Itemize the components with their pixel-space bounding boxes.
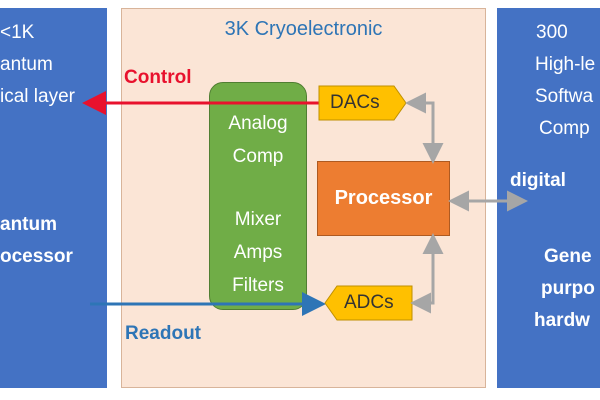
right-panel-line-1: 300 [536,22,568,43]
right-panel-line-3: Softwa [535,86,594,107]
left-panel-line-2: antum [0,54,53,75]
dacs-block [318,85,407,121]
left-panel-line-1: <1K [0,22,35,43]
digital-label: digital [510,170,566,191]
right-panel-bottom-line-2: purpo [541,278,595,299]
right-panel-bottom-line-1: Gene [544,246,592,267]
adcs-block [324,285,413,321]
analog-line-2: Comp [232,146,284,167]
right-panel-line-4: Comp [539,118,590,139]
left-panel-line-3: ical layer [0,86,75,107]
processor-block: Processor [317,161,450,236]
adcs-label: ADCs [344,292,394,313]
readout-label: Readout [125,323,201,344]
right-panel-bottom-line-3: hardw [534,310,590,331]
right-panel-line-2: High-le [535,54,596,75]
analog-block: Analog Comp Mixer Amps Filters [209,82,307,310]
left-panel-bottom-line-1: antum [0,214,57,235]
dacs-processor-bus [405,92,444,164]
analog-line-4: Amps [233,242,283,263]
processor-adcs-bus [410,233,444,314]
left-panel-bottom-line-2: ocessor [0,246,73,267]
analog-line-3: Mixer [234,209,282,230]
quantum-physical-layer-panel: <1K antum ical layer antum ocessor [0,8,107,388]
analog-line-5: Filters [232,275,284,296]
control-label: Control [124,67,192,88]
cryoelectronic-title: 3K Cryoelectronic [224,18,383,40]
analog-line-1: Analog [228,113,288,134]
processor-label: Processor [334,187,433,209]
dacs-label: DACs [330,92,380,113]
